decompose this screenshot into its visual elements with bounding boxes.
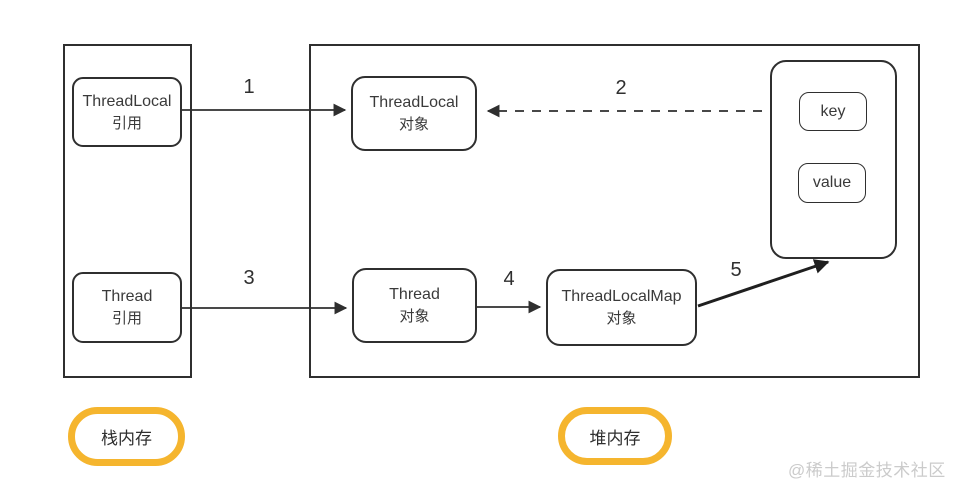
watermark-text: @稀土掘金技术社区 (788, 461, 946, 480)
entry-container-node (770, 60, 897, 259)
stack-memory-highlight-oval: 栈内存 (68, 407, 185, 466)
thread-obj-line2: 对象 (399, 308, 430, 326)
thread-obj-node: Thread 对象 (352, 268, 477, 343)
value-node: value (798, 163, 866, 203)
key-node: key (799, 92, 867, 131)
threadlocalmap-obj-node: ThreadLocalMap 对象 (546, 269, 697, 346)
stack-memory-label: 栈内存 (101, 429, 152, 448)
threadlocal-ref-line2: 引用 (111, 114, 142, 132)
arrow-5-label: 5 (730, 259, 742, 281)
value-label: value (812, 174, 852, 191)
thread-ref-line2: 引用 (111, 310, 142, 328)
threadlocal-obj-line2: 对象 (398, 116, 429, 134)
threadlocalmap-obj-line2: 对象 (606, 310, 637, 328)
thread-ref-node: Thread 引用 (72, 272, 182, 343)
arrow-4-label: 4 (503, 268, 515, 290)
thread-obj-line1: Thread (389, 286, 440, 304)
threadlocal-ref-node: ThreadLocal 引用 (72, 77, 182, 147)
thread-ref-line1: Thread (101, 288, 153, 306)
heap-memory-label: 堆内存 (589, 428, 641, 448)
arrow-2-label: 2 (615, 77, 627, 99)
arrow-1-label: 1 (243, 76, 255, 98)
threadlocal-ref-line1: ThreadLocal (82, 92, 172, 110)
heap-memory-highlight-oval: 堆内存 (558, 407, 672, 465)
key-label: key (820, 102, 846, 120)
arrow-3-label: 3 (243, 267, 255, 289)
threadlocal-obj-node: ThreadLocal 对象 (351, 76, 477, 151)
threadlocalmap-obj-line1: ThreadLocalMap (561, 288, 682, 306)
threadlocal-obj-line1: ThreadLocal (369, 94, 459, 112)
